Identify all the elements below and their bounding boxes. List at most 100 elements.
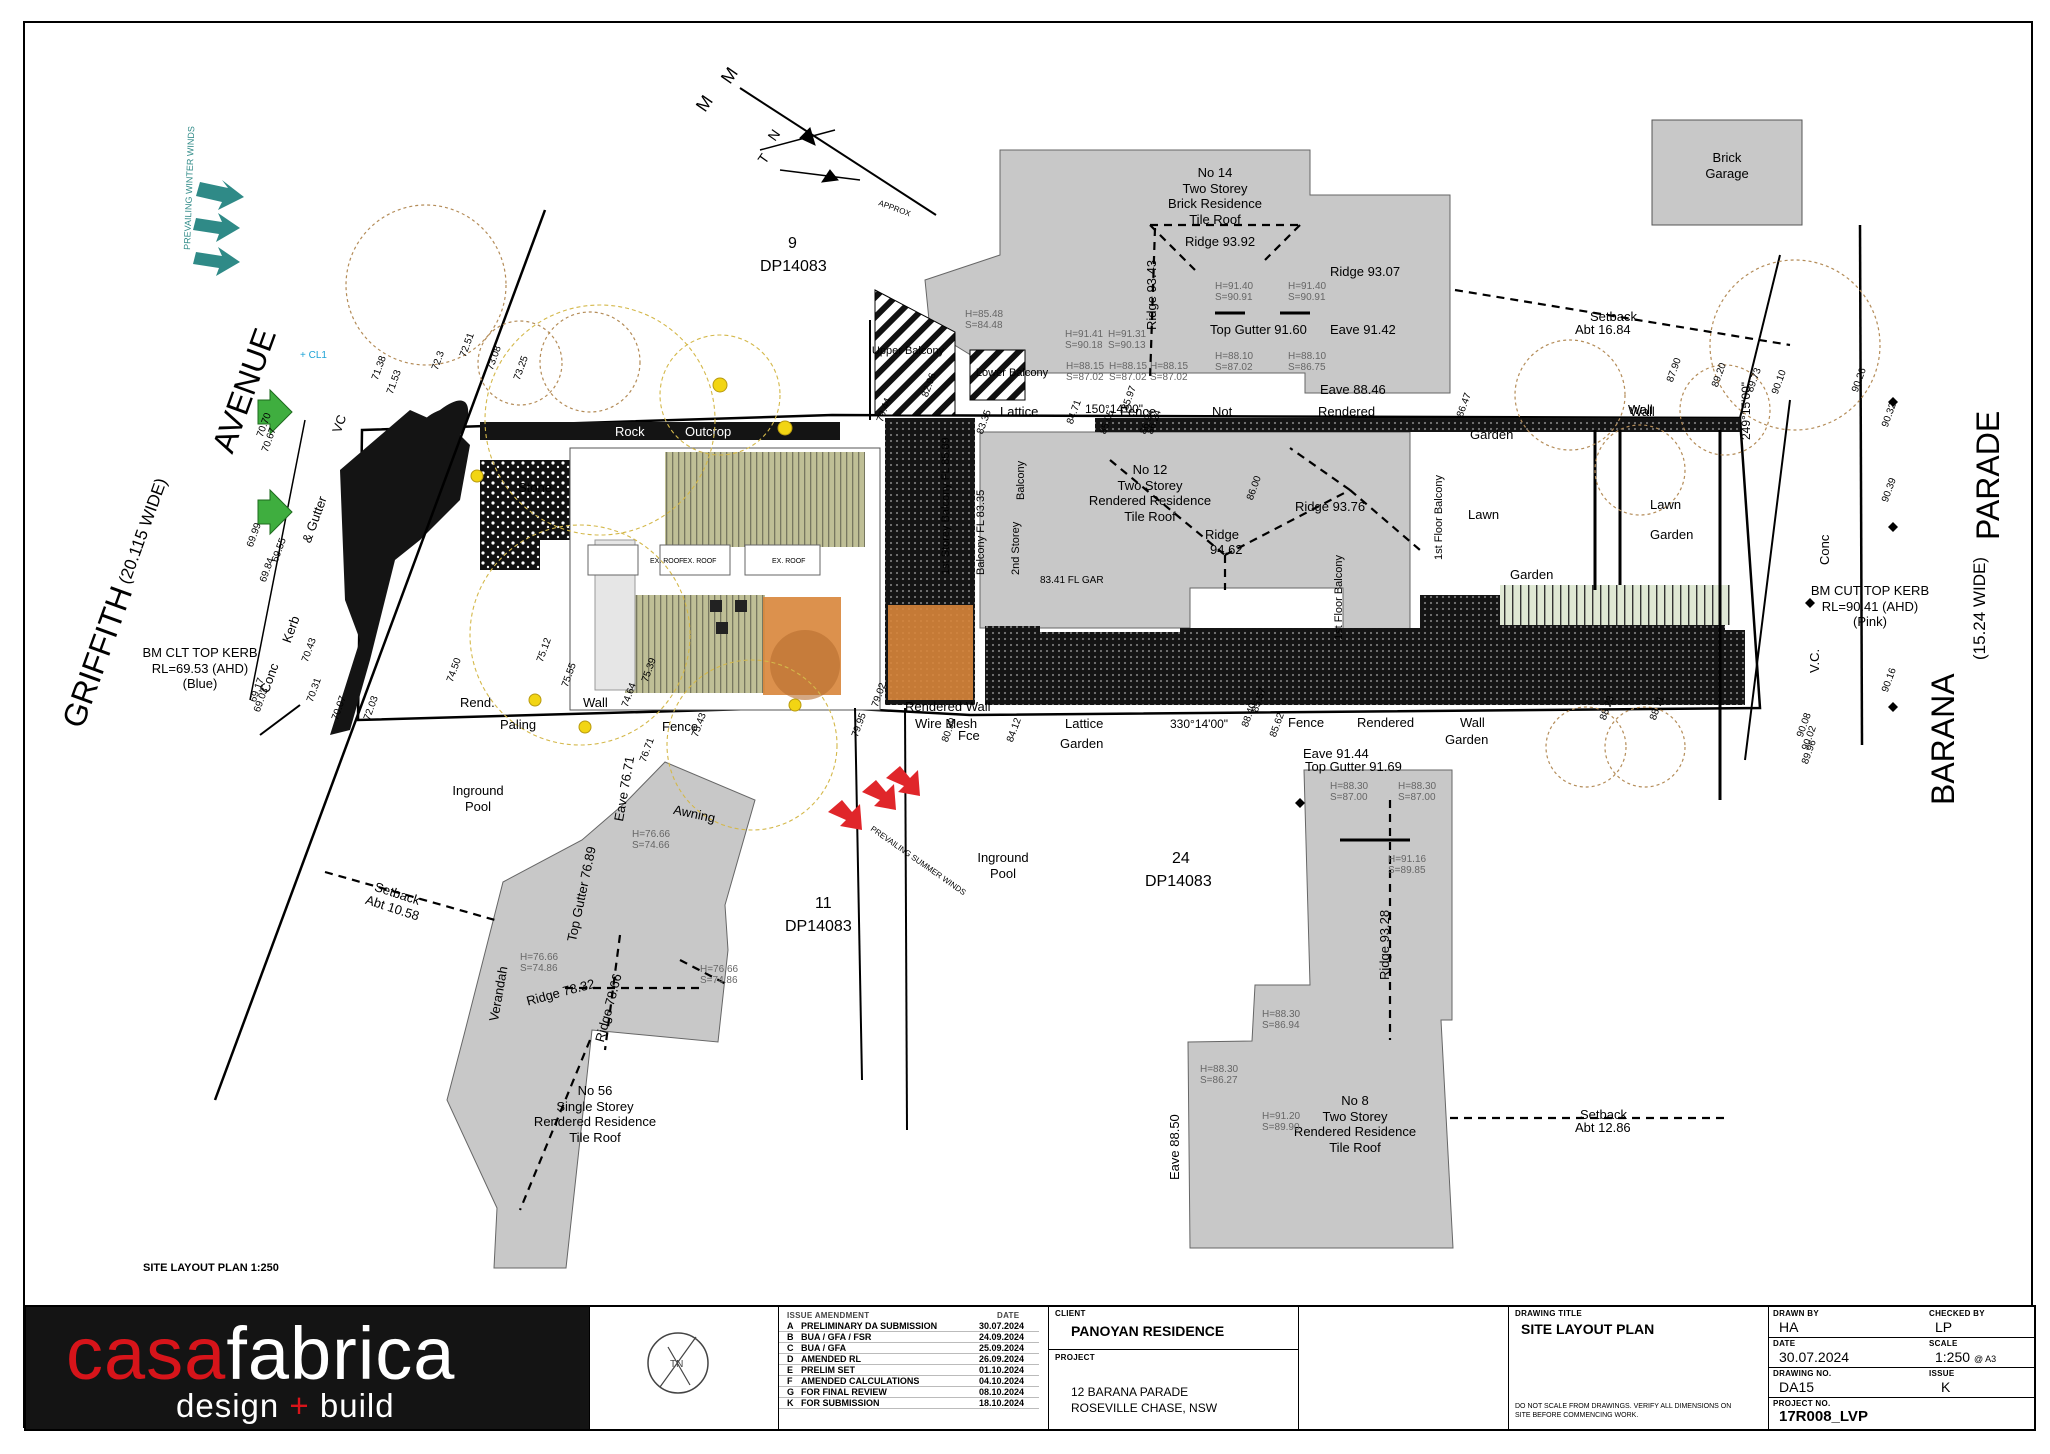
blank-cell <box>1298 1307 1509 1429</box>
balcony-label: Balcony <box>1015 460 1027 500</box>
summer-winds-label: PREVAILING SUMMER WINDS <box>869 824 968 897</box>
height-value: S=87.02 <box>1215 361 1253 373</box>
setback-1684b: Abt 16.84 <box>1575 322 1631 337</box>
lattice-bot: Lattice <box>1065 716 1104 731</box>
lawn-2: Lawn <box>1650 497 1682 512</box>
checked-by-value: LP <box>1935 1319 1953 1335</box>
stone-label: Stone <box>518 480 552 495</box>
title-block: casafabrica design + build TN ISSUE AMEN… <box>24 1305 2036 1431</box>
height-value: S=74.66 <box>632 839 670 851</box>
rock-label: Rock <box>615 424 645 439</box>
not-label: Not <box>1212 404 1233 419</box>
issue-value: K <box>1941 1379 1951 1395</box>
no12-label-line: Tile Roof <box>1124 508 1176 524</box>
griffith-avenue-line-2 <box>259 704 301 736</box>
top-gutter-9169: Top Gutter 91.69 <box>1305 759 1402 774</box>
issue-header: ISSUE AMENDMENT <box>787 1311 870 1320</box>
disclaimer-2: SITE BEFORE COMMENCING WORK. <box>1515 1412 1639 1419</box>
ex-roof-1 <box>587 544 639 576</box>
garden-r1: Garden <box>1470 427 1514 442</box>
issue-desc: PRELIM SET <box>801 1365 856 1375</box>
no14-label-line: No 14 <box>1197 165 1233 180</box>
lot-11: 11 <box>815 895 832 912</box>
project-address-1: 12 BARANA PARADE <box>1071 1385 1189 1399</box>
project-label: PROJECT <box>1055 1353 1095 1362</box>
bm-right-line: (Pink) <box>1853 614 1887 630</box>
height-value: S=87.02 <box>1150 371 1188 383</box>
summer-wind-arrows <box>828 766 920 830</box>
lattice-top: Lattice <box>1000 404 1039 419</box>
issue-date: 18.10.2024 <box>979 1398 1025 1408</box>
lower-balcony-label: Lower Balcony <box>976 367 1049 379</box>
no8-label-line: No 8 <box>1341 1093 1369 1108</box>
north-m-1: M <box>692 92 717 116</box>
conc-r: Conc <box>1817 534 1832 565</box>
wire-mesh-label: Wire Mesh <box>915 716 978 731</box>
tree-points-yellow <box>470 377 802 734</box>
garden-r3: Garden <box>1510 567 1554 582</box>
lot-24: 24 <box>1172 850 1190 867</box>
eave-8850: Eave 88.50 <box>1167 1114 1182 1180</box>
height-value: S=89.90 <box>1262 1121 1300 1133</box>
tree-canopies-yellow <box>469 304 838 831</box>
ex-roof-black-2 <box>735 600 747 612</box>
issue-desc: BUA / GFA <box>801 1343 847 1353</box>
balcony-fl-8335: Balcony FL 83.35 <box>975 489 987 575</box>
bm-right-line: BM CUT TOP KERB <box>1810 583 1930 598</box>
rendered-top: Rendered <box>1318 404 1376 419</box>
kerb-line-right <box>1744 399 1791 761</box>
wall-r: Wall <box>1628 402 1653 417</box>
ridge-dashed-lines <box>324 223 1791 1211</box>
pool2-label-line: Pool <box>989 865 1017 881</box>
garden-bot: Garden <box>1060 736 1104 751</box>
barana-parade-line <box>1858 224 1864 746</box>
outcrop-label: Outcrop <box>685 424 731 439</box>
height-value: H=88.30 <box>1200 1064 1239 1075</box>
drawing-title-label: DRAWING TITLE <box>1515 1309 1583 1318</box>
griffith-avenue-line-1 <box>213 209 547 1101</box>
drawing-no-value: DA15 <box>1779 1379 1815 1395</box>
height-value: H=76.66 <box>520 952 559 963</box>
ex-roof-2 <box>659 544 731 576</box>
no12-label-line: Rendered Residence <box>1088 493 1212 509</box>
eave-9144: Eave 91.44 <box>1303 746 1369 761</box>
garden-bot2: Garden <box>1445 732 1489 747</box>
disclaimer-1: DO NOT SCALE FROM DRAWINGS. VERIFY ALL D… <box>1515 1403 1732 1410</box>
bm-left-line: BM CLT TOP KERB <box>142 645 258 660</box>
issue-code: C <box>787 1343 794 1353</box>
ex-roof-label-2: EX. ROOF <box>683 558 716 565</box>
height-value: S=86.94 <box>1262 1019 1300 1031</box>
pool1-label-line: Pool <box>464 798 492 814</box>
rendered-bot2: Rendered <box>1357 715 1415 730</box>
street-parade: PARADE <box>1970 410 2006 540</box>
client-label: CLIENT <box>1055 1309 1086 1318</box>
setback-1286: Setback <box>1580 1107 1627 1122</box>
ridge-9307: Ridge 93.07 <box>1330 264 1401 279</box>
barana-width: (15.24 WIDE) <box>1970 557 1989 660</box>
ex-roof-black-1 <box>710 600 722 612</box>
left-path-curve <box>415 400 469 455</box>
height-value: S=90.18 <box>1065 339 1103 351</box>
vc-r: V.C. <box>1807 648 1822 673</box>
no12-residence-footprint <box>979 431 1411 647</box>
title-north-icon: TN <box>647 1332 709 1394</box>
ex-roof-black-3 <box>716 622 728 634</box>
drawn-by-label: DRAWN BY <box>1773 1309 1819 1318</box>
height-value: H=91.41 <box>1065 329 1104 340</box>
issue-code: F <box>787 1376 793 1386</box>
eave-8846: Eave 88.46 <box>1320 382 1386 397</box>
